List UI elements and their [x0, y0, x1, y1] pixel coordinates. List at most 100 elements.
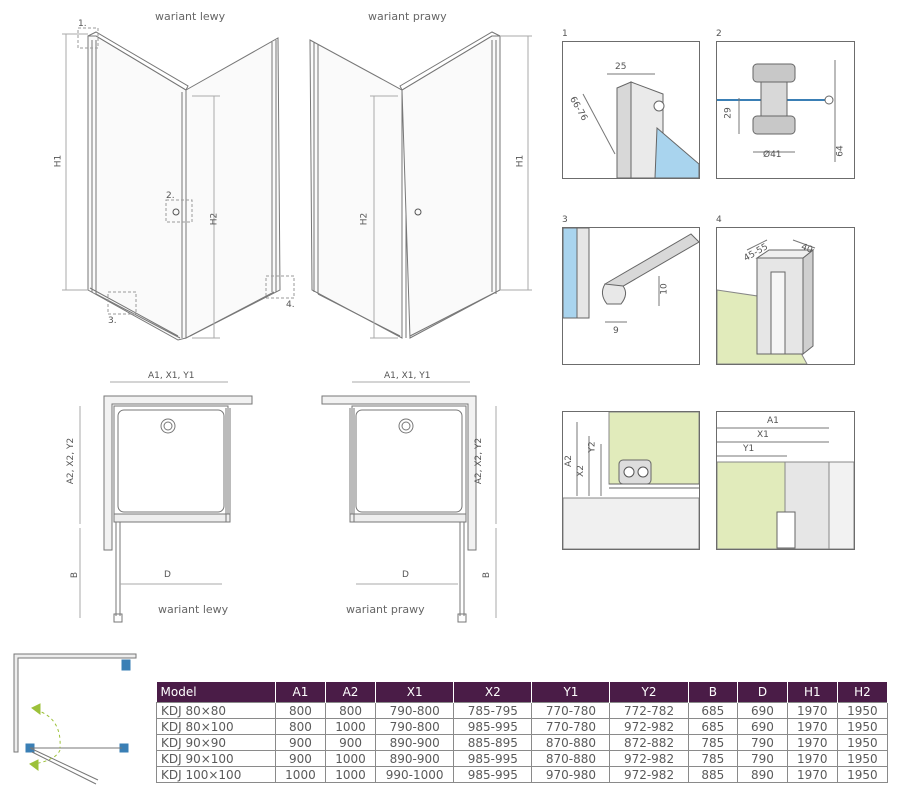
table-cell: 1970 — [786, 750, 838, 767]
table-cell: 870-880 — [531, 750, 611, 767]
detail-2-number: 2 — [716, 29, 722, 39]
table-cell: 900 — [274, 734, 326, 751]
table-cell: KDJ 90×100 — [156, 750, 276, 767]
table-cell: 900 — [324, 734, 377, 751]
detail-6-a1: A1 — [767, 416, 779, 426]
table-cell: KDJ 100×100 — [156, 766, 276, 783]
detail-6-x1: X1 — [757, 430, 769, 440]
table-cell: 872-882 — [609, 734, 689, 751]
detail-4-number: 4 — [716, 215, 722, 225]
detail-5: A2 X2 Y2 — [562, 411, 700, 550]
table-cell: 1950 — [836, 750, 889, 767]
detail-3: 9 10 — [562, 227, 700, 365]
table-cell: 1000 — [324, 750, 377, 767]
table-cell: 972-982 — [609, 766, 689, 783]
detail-5-a2: A2 — [563, 455, 574, 467]
dim-d-left: D — [164, 570, 171, 580]
table-cell: 785-795 — [453, 702, 533, 719]
detail-6: A1 X1 Y1 — [716, 411, 855, 550]
table-header: A1 — [275, 682, 326, 703]
table-cell: 885-895 — [453, 734, 533, 751]
dim-h2-right: H2 — [359, 212, 370, 226]
table-cell: 770-780 — [531, 702, 611, 719]
table-cell: 800 — [324, 702, 377, 719]
dim-b-right: B — [482, 571, 493, 579]
door-swing-diagram — [13, 653, 137, 785]
table-cell: 1950 — [836, 718, 889, 735]
table-cell: 1950 — [836, 734, 889, 751]
table-header: Y2 — [609, 682, 689, 703]
detail-3-width: 9 — [613, 326, 619, 336]
table-cell: 1970 — [786, 766, 838, 783]
table-cell: 900 — [274, 750, 326, 767]
table-cell: 985-995 — [453, 750, 533, 767]
dimensions-table: Model A1 A2 X1 X2 Y1 Y2 B D H1 H2 KDJ 80… — [156, 682, 889, 783]
table-cell: 785 — [687, 750, 739, 767]
table-cell: 1970 — [786, 734, 838, 751]
table-cell: 985-995 — [453, 766, 533, 783]
detail-2-total: 64 — [835, 145, 846, 157]
table-cell: 985-995 — [453, 718, 533, 735]
table-header: X1 — [375, 682, 455, 703]
table-cell: 870-880 — [531, 734, 611, 751]
table-header-row: Model A1 A2 X1 X2 Y1 Y2 B D H1 H2 — [156, 682, 889, 703]
detail-4: 45-55 40 — [716, 227, 855, 365]
table-cell: 690 — [737, 718, 788, 735]
table-cell: 1970 — [786, 718, 838, 735]
table-cell: 1970 — [786, 702, 838, 719]
detail-3-number: 3 — [562, 215, 568, 225]
table-cell: 790 — [737, 734, 788, 751]
detail-2-diameter: Ø41 — [763, 150, 782, 160]
table-cell: 970-980 — [531, 766, 611, 783]
plan-left-drawing — [79, 381, 253, 623]
detail-1-number: 1 — [562, 29, 568, 39]
table-header: X2 — [453, 682, 533, 703]
table-cell: 1000 — [324, 718, 377, 735]
table-cell: 790-800 — [375, 718, 455, 735]
callout-2: 2. — [166, 191, 175, 201]
table-cell: 1950 — [836, 766, 889, 783]
detail-6-y1: Y1 — [743, 444, 755, 454]
dim-h2-left: H2 — [209, 212, 220, 226]
table-header: D — [737, 682, 788, 703]
table-cell: 890-900 — [375, 734, 455, 751]
table-cell: 972-982 — [609, 718, 689, 735]
table-cell: 990-1000 — [375, 766, 455, 783]
table-cell: 685 — [687, 718, 739, 735]
callout-1: 1. — [78, 19, 87, 29]
plan-right-drawing — [321, 381, 497, 623]
table-cell: 890 — [737, 766, 788, 783]
table-cell: 1000 — [324, 766, 377, 783]
plan-right-label: wariant prawy — [346, 603, 425, 616]
table-cell: KDJ 80×80 — [156, 702, 276, 719]
dim-a2x2y2-left: A2, X2, Y2 — [66, 437, 77, 485]
dim-a1x1y1-right: A1, X1, Y1 — [384, 371, 431, 381]
dim-h1-right: H1 — [515, 154, 526, 168]
detail-1: 25 66-76 — [562, 41, 700, 179]
detail-2-height: 29 — [723, 107, 734, 119]
table-cell: KDJ 90×90 — [156, 734, 276, 751]
table-header: A2 — [325, 682, 377, 703]
table-cell: 885 — [687, 766, 739, 783]
dim-d-right: D — [402, 570, 409, 580]
detail-2: 29 Ø41 64 — [716, 41, 855, 179]
table-cell: KDJ 80×100 — [156, 718, 276, 735]
callout-4: 4. — [286, 300, 295, 310]
dim-a1x1y1-left: A1, X1, Y1 — [148, 371, 195, 381]
view-left-label: wariant lewy — [155, 10, 226, 23]
table-cell: 690 — [737, 702, 788, 719]
dim-a2x2y2-right: A2, X2, Y2 — [474, 437, 485, 485]
detail-5-y2: Y2 — [587, 441, 598, 453]
table-cell: 890-900 — [375, 750, 455, 767]
table-cell: 972-982 — [609, 750, 689, 767]
detail-3-height: 10 — [659, 283, 670, 295]
table-header: H1 — [787, 682, 838, 703]
table-cell: 685 — [687, 702, 739, 719]
table-cell: 772-782 — [609, 702, 689, 719]
callout-3: 3. — [108, 316, 117, 326]
table-cell: 790 — [737, 750, 788, 767]
